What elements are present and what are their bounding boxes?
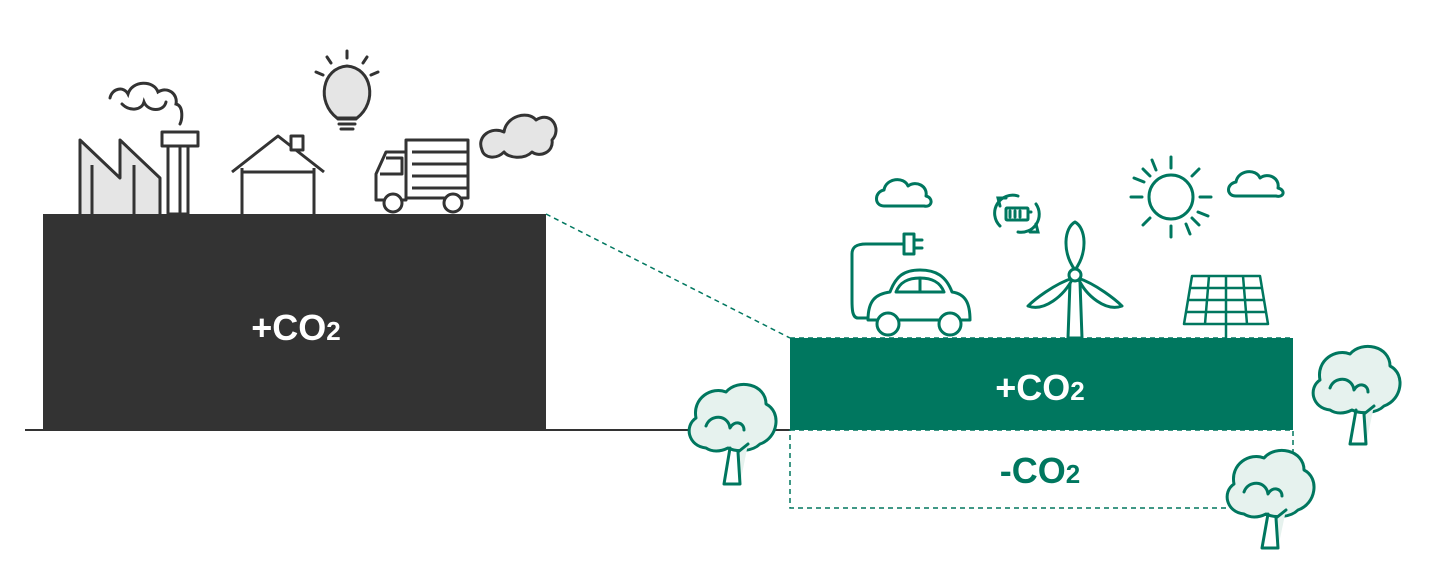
- cloud-icon: [875, 178, 933, 208]
- solar-panel-icon: [1182, 274, 1270, 338]
- tree-icon: [1311, 344, 1402, 446]
- smoke-cloud-icon: [108, 81, 184, 126]
- house-icon: [231, 134, 325, 214]
- sun-icon: [1129, 155, 1213, 239]
- cloud-icon: [1227, 170, 1285, 198]
- truck-icon: [374, 138, 470, 214]
- absorption-label: -CO2: [1000, 450, 1080, 491]
- exhaust-cloud-icon: [479, 113, 558, 159]
- tree-icon: [687, 382, 778, 486]
- reduced-emission-label: +CO2: [995, 367, 1085, 408]
- emission-block-label: +CO2: [251, 307, 341, 348]
- battery-recycle-icon: [993, 193, 1041, 234]
- emission-block: [43, 214, 546, 430]
- electric-car-icon: [850, 232, 972, 337]
- factory-icon: [78, 130, 200, 216]
- reduced-emission-block: [790, 338, 1293, 430]
- dashed-connector: [545, 213, 791, 339]
- tree-icon: [1225, 448, 1316, 550]
- wind-turbine-icon: [1026, 220, 1124, 340]
- light-bulb-icon: [314, 49, 380, 131]
